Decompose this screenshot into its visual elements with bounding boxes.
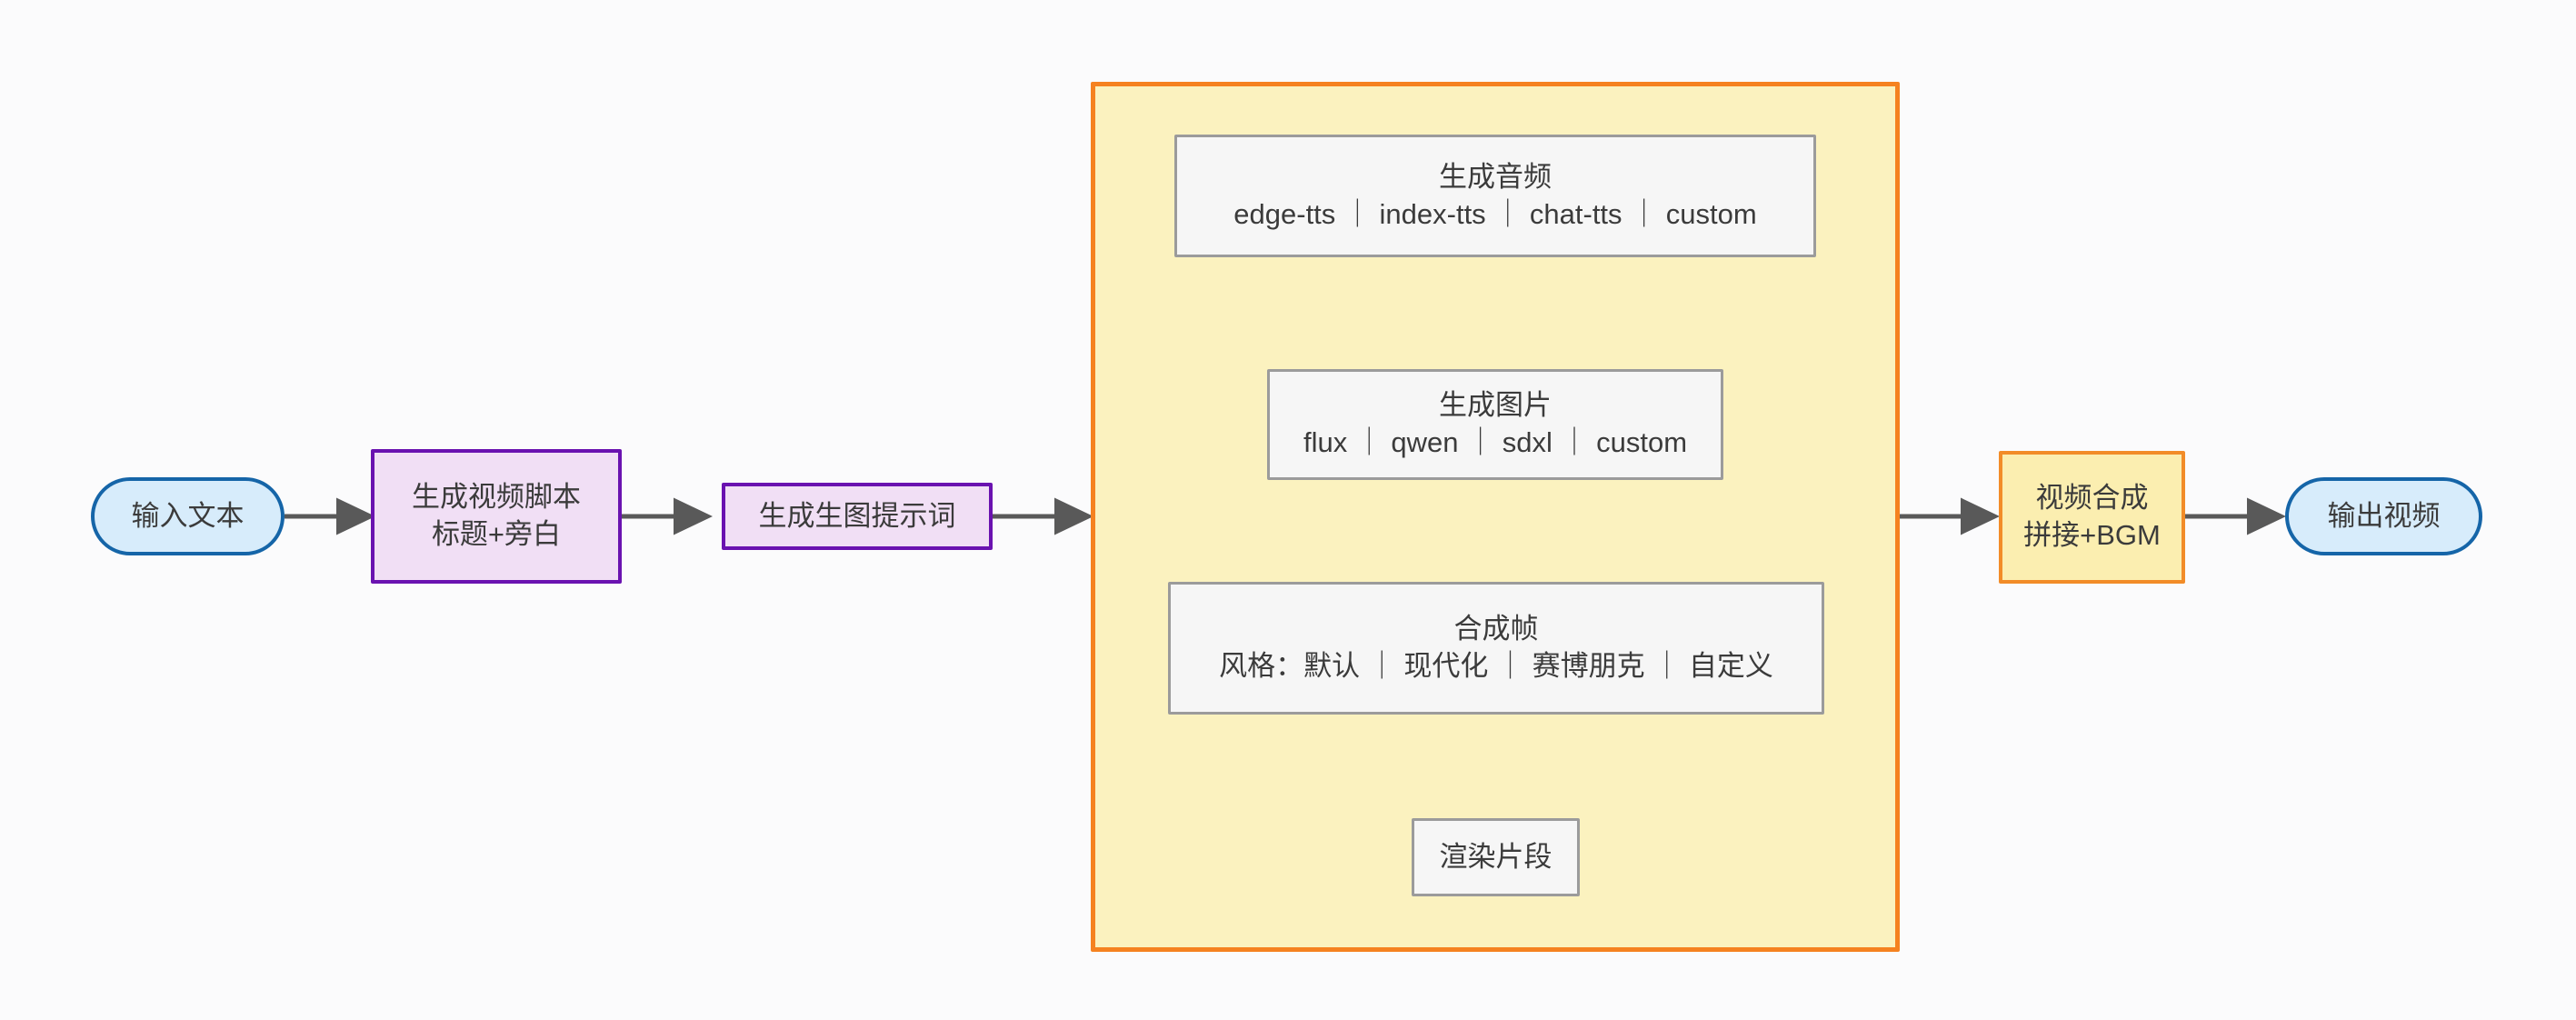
- node-generate-script-line1: 生成视频脚本: [412, 481, 581, 514]
- node-generate-audio-line2: edge-tts ｜ index-tts ｜ chat-tts ｜ custom: [1233, 197, 1757, 230]
- node-composite-frame[interactable]: 合成帧 风格：默认 ｜ 现代化 ｜ 赛博朋克 ｜ 自定义: [1168, 582, 1824, 715]
- node-generate-audio-line1: 生成音频: [1439, 160, 1552, 193]
- node-generate-script[interactable]: 生成视频脚本 标题+旁白: [371, 449, 622, 584]
- node-video-compose[interactable]: 视频合成 拼接+BGM: [1999, 451, 2185, 584]
- node-generate-picture-line2: flux ｜ qwen ｜ sdxl ｜ custom: [1303, 426, 1688, 458]
- node-output-video[interactable]: 输出视频: [2285, 477, 2482, 555]
- node-video-compose-line1: 视频合成: [2035, 482, 2149, 515]
- node-render-clip-line1: 渲染片段: [1439, 840, 1553, 873]
- node-generate-script-line2: 标题+旁白: [431, 518, 562, 550]
- node-input-text[interactable]: 输入文本: [91, 477, 285, 555]
- node-video-compose-line2: 拼接+BGM: [2023, 519, 2161, 551]
- node-render-clip[interactable]: 渲染片段: [1412, 818, 1580, 896]
- node-generate-picture-line1: 生成图片: [1439, 389, 1552, 422]
- node-composite-frame-line1: 合成帧: [1453, 613, 1539, 645]
- node-generate-audio[interactable]: 生成音频 edge-tts ｜ index-tts ｜ chat-tts ｜ c…: [1174, 135, 1816, 257]
- node-generate-image-prompt[interactable]: 生成生图提示词: [722, 483, 993, 550]
- node-composite-frame-line2: 风格：默认 ｜ 现代化 ｜ 赛博朋克 ｜ 自定义: [1219, 650, 1773, 682]
- node-output-video-line1: 输出视频: [2327, 499, 2441, 532]
- node-generate-image-prompt-line1: 生成生图提示词: [758, 499, 956, 532]
- node-input-text-line1: 输入文本: [131, 499, 245, 532]
- node-generate-picture[interactable]: 生成图片 flux ｜ qwen ｜ sdxl ｜ custom: [1267, 369, 1723, 480]
